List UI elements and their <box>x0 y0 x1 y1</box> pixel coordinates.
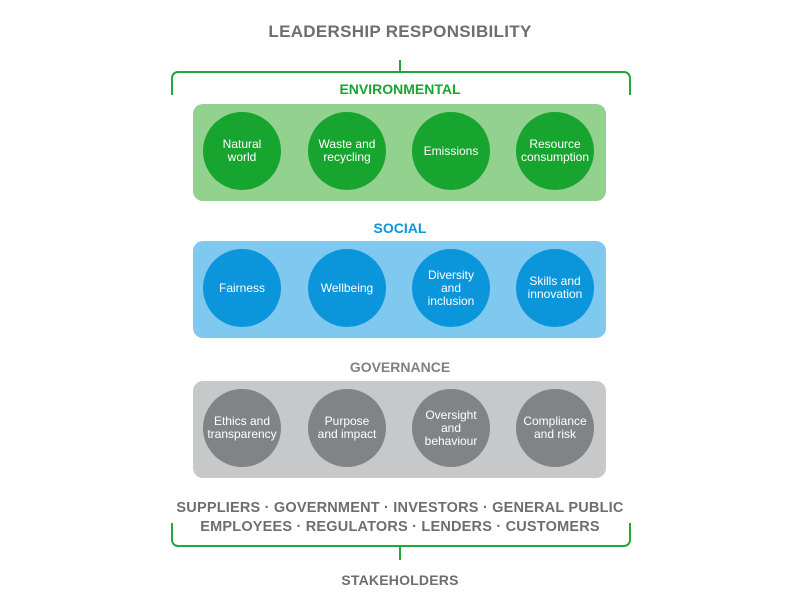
fairness-circle: Fairness <box>203 249 281 327</box>
ethics-transparency-circle: Ethics and transparency <box>203 389 281 467</box>
bottom-bracket-tick <box>399 546 401 560</box>
natural-world-circle: Natural world <box>203 112 281 190</box>
diagram-title: LEADERSHIP RESPONSIBILITY <box>268 22 532 41</box>
wellbeing-circle: Wellbeing <box>308 249 386 327</box>
stakeholders-label: STAKEHOLDERS <box>341 572 459 588</box>
social-panel: Fairness Wellbeing Diversity and inclusi… <box>193 241 606 338</box>
social-label: SOCIAL <box>373 220 427 236</box>
diversity-inclusion-circle: Diversity and inclusion <box>412 249 490 327</box>
skills-innovation-circle: Skills and innovation <box>516 249 594 327</box>
top-bracket-tick <box>399 60 401 72</box>
environmental-panel: Natural world Waste and recycling Emissi… <box>193 104 606 201</box>
stakeholders-line-2: EMPLOYEES · REGULATORS · LENDERS · CUSTO… <box>200 519 600 535</box>
purpose-impact-circle: Purpose and impact <box>308 389 386 467</box>
compliance-risk-circle: Compliance and risk <box>516 389 594 467</box>
governance-label: GOVERNANCE <box>349 359 451 375</box>
stakeholders-line-1: SUPPLIERS · GOVERNMENT · INVESTORS · GEN… <box>176 500 624 516</box>
environmental-label: ENVIRONMENTAL <box>339 81 461 97</box>
waste-recycling-circle: Waste and recycling <box>308 112 386 190</box>
resource-consumption-circle: Resource consumption <box>516 112 594 190</box>
oversight-behaviour-circle: Oversight and behaviour <box>412 389 490 467</box>
top-bracket <box>171 71 631 95</box>
bottom-bracket <box>171 523 631 547</box>
emissions-circle: Emissions <box>412 112 490 190</box>
governance-panel: Ethics and transparency Purpose and impa… <box>193 381 606 478</box>
